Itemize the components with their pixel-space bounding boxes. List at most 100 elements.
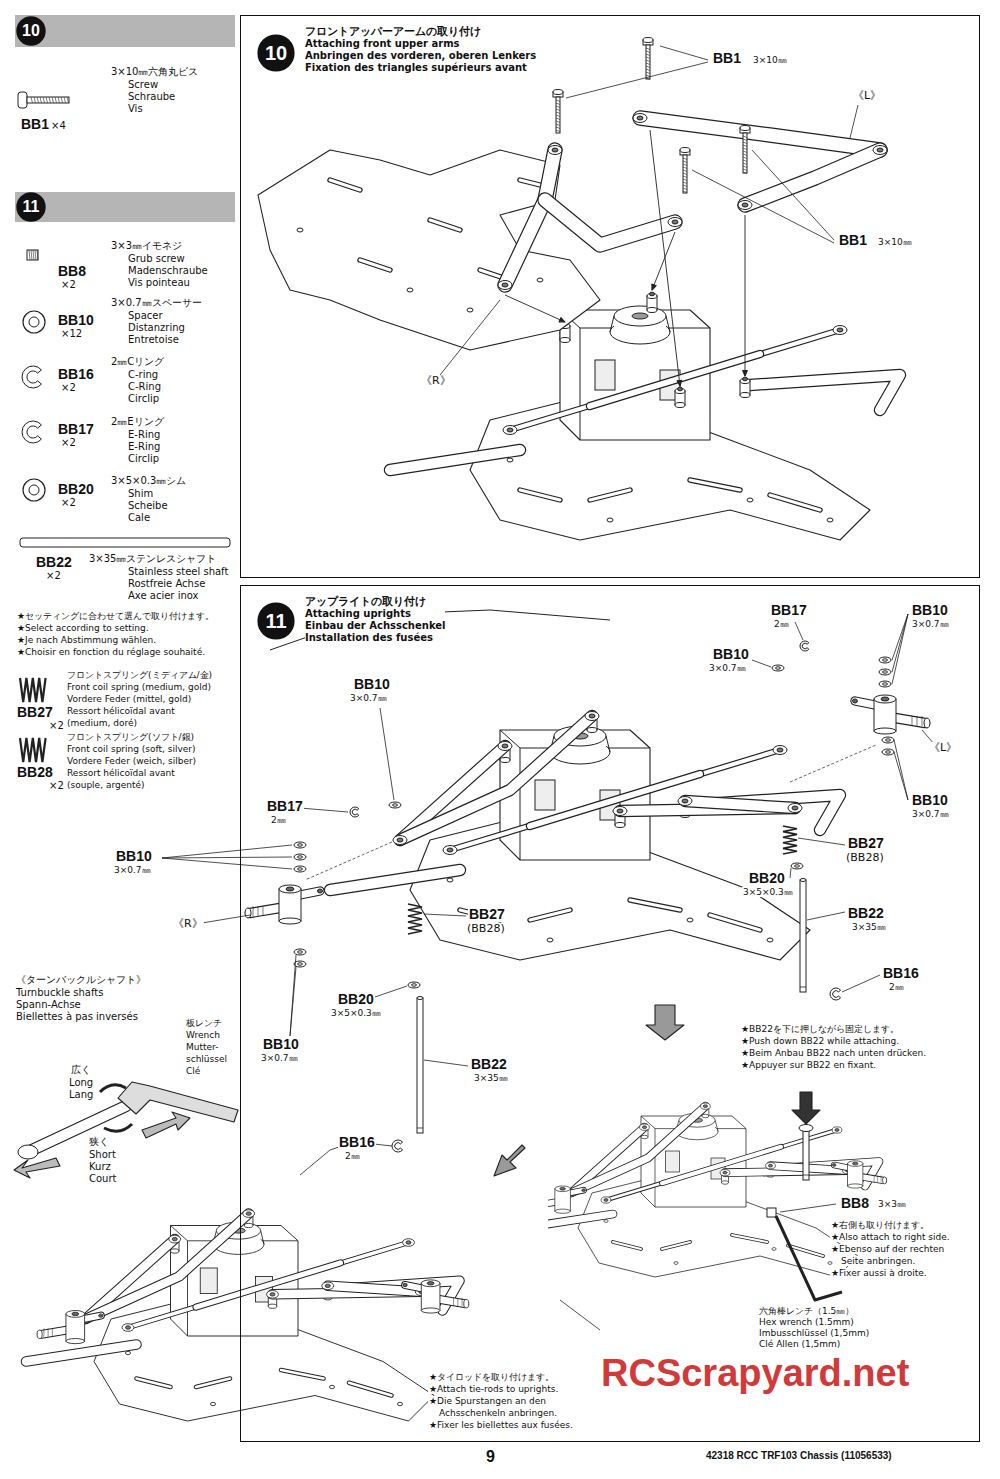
line-art bbox=[795, 622, 803, 640]
line-art bbox=[886, 739, 891, 741]
line-art bbox=[43, 1328, 44, 1337]
line-art bbox=[556, 103, 560, 105]
line-art bbox=[666, 316, 670, 332]
line-art bbox=[830, 988, 841, 1000]
line-art bbox=[683, 170, 687, 172]
line-art bbox=[881, 697, 889, 701]
line-art bbox=[773, 746, 787, 755]
line-art bbox=[263, 906, 264, 916]
line-art bbox=[678, 797, 692, 806]
line-art bbox=[633, 114, 647, 123]
line-art bbox=[842, 975, 880, 992]
note-text: Cale bbox=[127, 512, 151, 524]
line-art bbox=[683, 191, 687, 193]
note-text: 《ターンバックルシャフト》 bbox=[15, 974, 147, 986]
line-art bbox=[672, 220, 678, 224]
line-art bbox=[85, 1214, 248, 1319]
line-art bbox=[26, 1345, 137, 1362]
line-art bbox=[606, 736, 610, 752]
line-art bbox=[389, 802, 401, 808]
note-text: ★Fixer les biellettes aux fusées. bbox=[428, 1420, 574, 1430]
note-text: 3×3㎜ bbox=[877, 1199, 907, 1209]
line-art bbox=[350, 807, 359, 817]
part-code: BB10 bbox=[911, 602, 949, 618]
line-art bbox=[800, 987, 806, 988]
step-panel: フロントアッパーアームの取り付けAttaching front upper ar… bbox=[240, 15, 980, 578]
line-art bbox=[827, 518, 833, 522]
line-art bbox=[268, 1304, 277, 1308]
note-text: 3×0.7㎜ bbox=[911, 809, 950, 819]
chassis bbox=[258, 150, 900, 540]
line-art bbox=[556, 106, 560, 108]
line-art bbox=[66, 1311, 85, 1318]
part-code: BB27 bbox=[847, 835, 885, 851]
line-art bbox=[503, 426, 517, 435]
line-art bbox=[683, 179, 687, 181]
line-art bbox=[646, 54, 650, 56]
line-art bbox=[883, 683, 888, 685]
line-art bbox=[715, 1120, 718, 1131]
note-text: Front coil spring (soft, silver) bbox=[66, 744, 197, 754]
line-art bbox=[832, 1127, 842, 1133]
line-art bbox=[780, 1204, 836, 1212]
line-art bbox=[662, 1147, 781, 1183]
note-text: Spann-Achse bbox=[15, 999, 82, 1011]
line-art bbox=[874, 728, 896, 734]
line-art bbox=[421, 1308, 440, 1313]
line-art bbox=[646, 72, 650, 74]
line-art bbox=[300, 808, 348, 812]
line-art bbox=[743, 136, 747, 138]
note-text: フロントスプリング(ソフト/銀) bbox=[66, 732, 195, 742]
line-art bbox=[556, 115, 560, 117]
line-art bbox=[556, 112, 560, 114]
note-text: Axe acier inox bbox=[127, 590, 199, 602]
line-art bbox=[646, 45, 650, 79]
line-art bbox=[498, 742, 512, 751]
line-art bbox=[250, 908, 280, 913]
line-art bbox=[37, 97, 39, 103]
line-art bbox=[535, 780, 555, 810]
line-art bbox=[895, 718, 925, 723]
line-art bbox=[595, 360, 615, 390]
line-art bbox=[460, 910, 500, 920]
line-art bbox=[641, 1135, 648, 1139]
line-art bbox=[848, 1164, 863, 1186]
note-text: 2㎜ bbox=[773, 619, 790, 629]
part-code: BB10 bbox=[57, 312, 95, 328]
note-text: ×2 bbox=[60, 497, 77, 509]
line-art bbox=[743, 370, 748, 376]
part-code: BB1 bbox=[838, 232, 868, 248]
part-code: BB20 bbox=[748, 870, 786, 886]
line-art bbox=[683, 176, 687, 178]
part-code: BB10 bbox=[911, 792, 949, 808]
line-art bbox=[650, 292, 655, 296]
line-art bbox=[640, 1124, 650, 1130]
line-art bbox=[467, 308, 473, 312]
line-art bbox=[783, 826, 797, 854]
note-text: (BB28) bbox=[845, 852, 885, 865]
note-text: 板レンチ bbox=[185, 1018, 223, 1028]
line-art bbox=[443, 846, 457, 855]
line-art bbox=[646, 63, 650, 65]
line-art bbox=[400, 716, 592, 840]
text-holder: 11 bbox=[16, 192, 46, 222]
line-art bbox=[680, 148, 690, 153]
line-art bbox=[520, 490, 560, 500]
line-art bbox=[400, 716, 592, 840]
line-art bbox=[585, 712, 599, 721]
line-art bbox=[853, 699, 858, 703]
note-text: ★Die Spurstangen an den bbox=[428, 1396, 547, 1406]
line-art bbox=[360, 260, 390, 270]
line-art bbox=[300, 1140, 360, 1175]
line-art bbox=[14, 1158, 60, 1178]
line-art bbox=[750, 375, 900, 410]
line-art bbox=[407, 288, 413, 292]
line-art bbox=[792, 806, 798, 810]
line-art bbox=[417, 998, 423, 1133]
line-art bbox=[457, 1298, 458, 1307]
line-art bbox=[556, 109, 560, 111]
line-art bbox=[281, 1370, 324, 1379]
line-art bbox=[883, 659, 888, 661]
line-art bbox=[325, 1284, 330, 1287]
step-title: フロントアッパーアームの取り付け bbox=[305, 26, 536, 38]
